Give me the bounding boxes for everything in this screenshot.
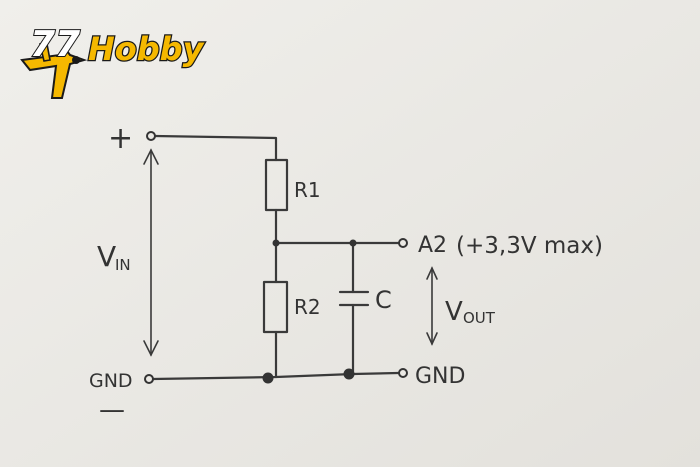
label-gnd-left: GND [89, 370, 133, 392]
label-vout: V [445, 297, 463, 327]
label-vin: V [97, 240, 116, 273]
label-minus: — [99, 395, 125, 425]
label-r2: R2 [294, 295, 321, 319]
airplane-icon [20, 43, 88, 99]
label-vout-sub: OUT [463, 309, 496, 327]
terminals [144, 131, 408, 384]
terminal-plus [146, 131, 156, 141]
logo: 77 Hobby [20, 23, 206, 99]
vin-arrow [143, 148, 159, 357]
wire-ground [151, 371, 400, 381]
label-a2: A2 [418, 233, 447, 258]
logo-number: 77 [30, 24, 80, 65]
junctions [262, 239, 357, 384]
label-gnd-right: GND [415, 364, 465, 389]
label-a2-note: (+3,3V max) [456, 233, 603, 259]
label-r1: R1 [294, 178, 321, 202]
resistor-r2 [262, 280, 289, 334]
terminal-gnd-right [398, 368, 408, 378]
wires [151, 134, 400, 381]
wire-top [153, 134, 278, 162]
terminal-a2 [398, 238, 408, 248]
vout-arrow [426, 266, 438, 346]
resistor-r1 [264, 158, 289, 212]
capacitor-c [338, 290, 370, 307]
label-c: C [375, 286, 392, 314]
terminal-gnd-left [144, 374, 154, 384]
label-vin-sub: IN [115, 256, 131, 274]
label-plus: + [108, 121, 133, 156]
logo-word: Hobby [88, 30, 205, 68]
